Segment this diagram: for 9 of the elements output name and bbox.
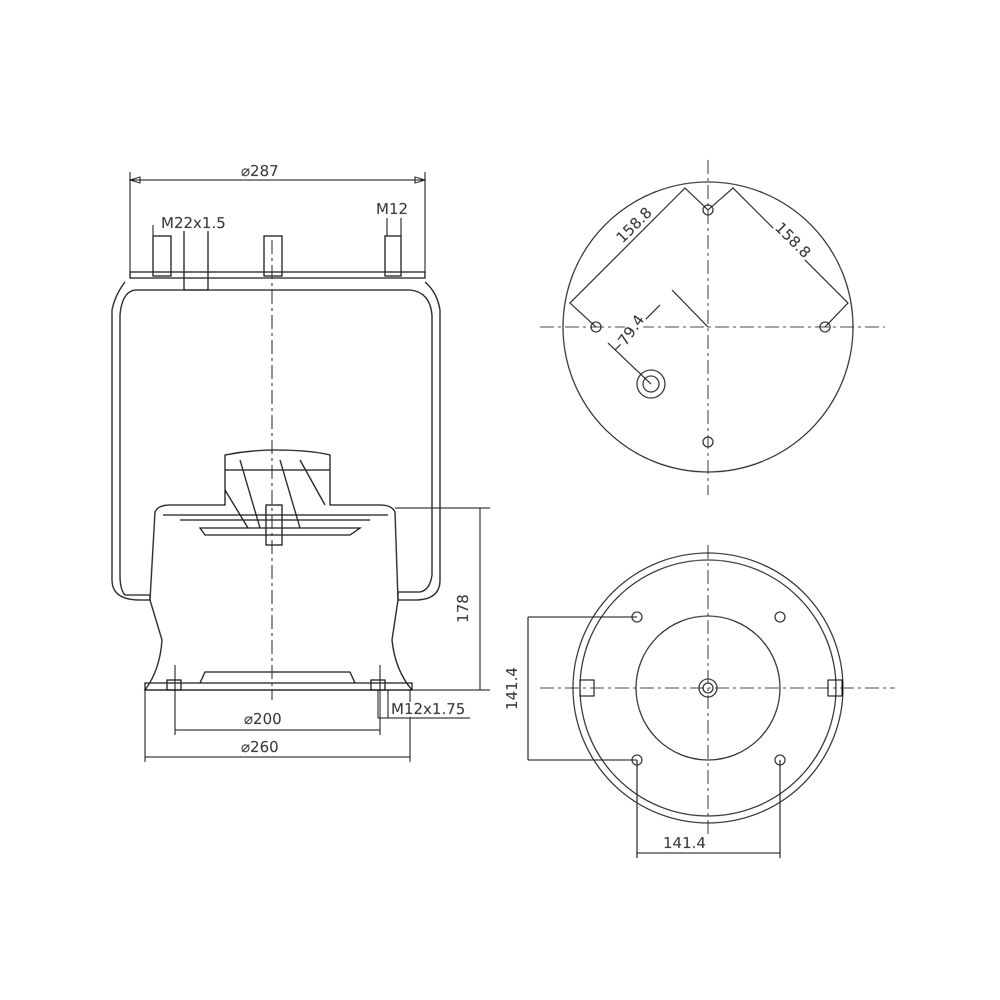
dimension-label: 141.4 [504,666,520,711]
dimension-label: M12 [375,202,410,217]
dimension-label: ⌀200 [243,712,283,727]
dimension-label: 141.4 [662,836,707,851]
dimension-label: 178 [456,593,471,624]
dimension-label: M12x1.75 [390,702,466,717]
dimension-label: ⌀260 [240,740,280,755]
dimension-label: ⌀287 [240,164,280,179]
dimension-label: M22x1.5 [160,216,227,231]
